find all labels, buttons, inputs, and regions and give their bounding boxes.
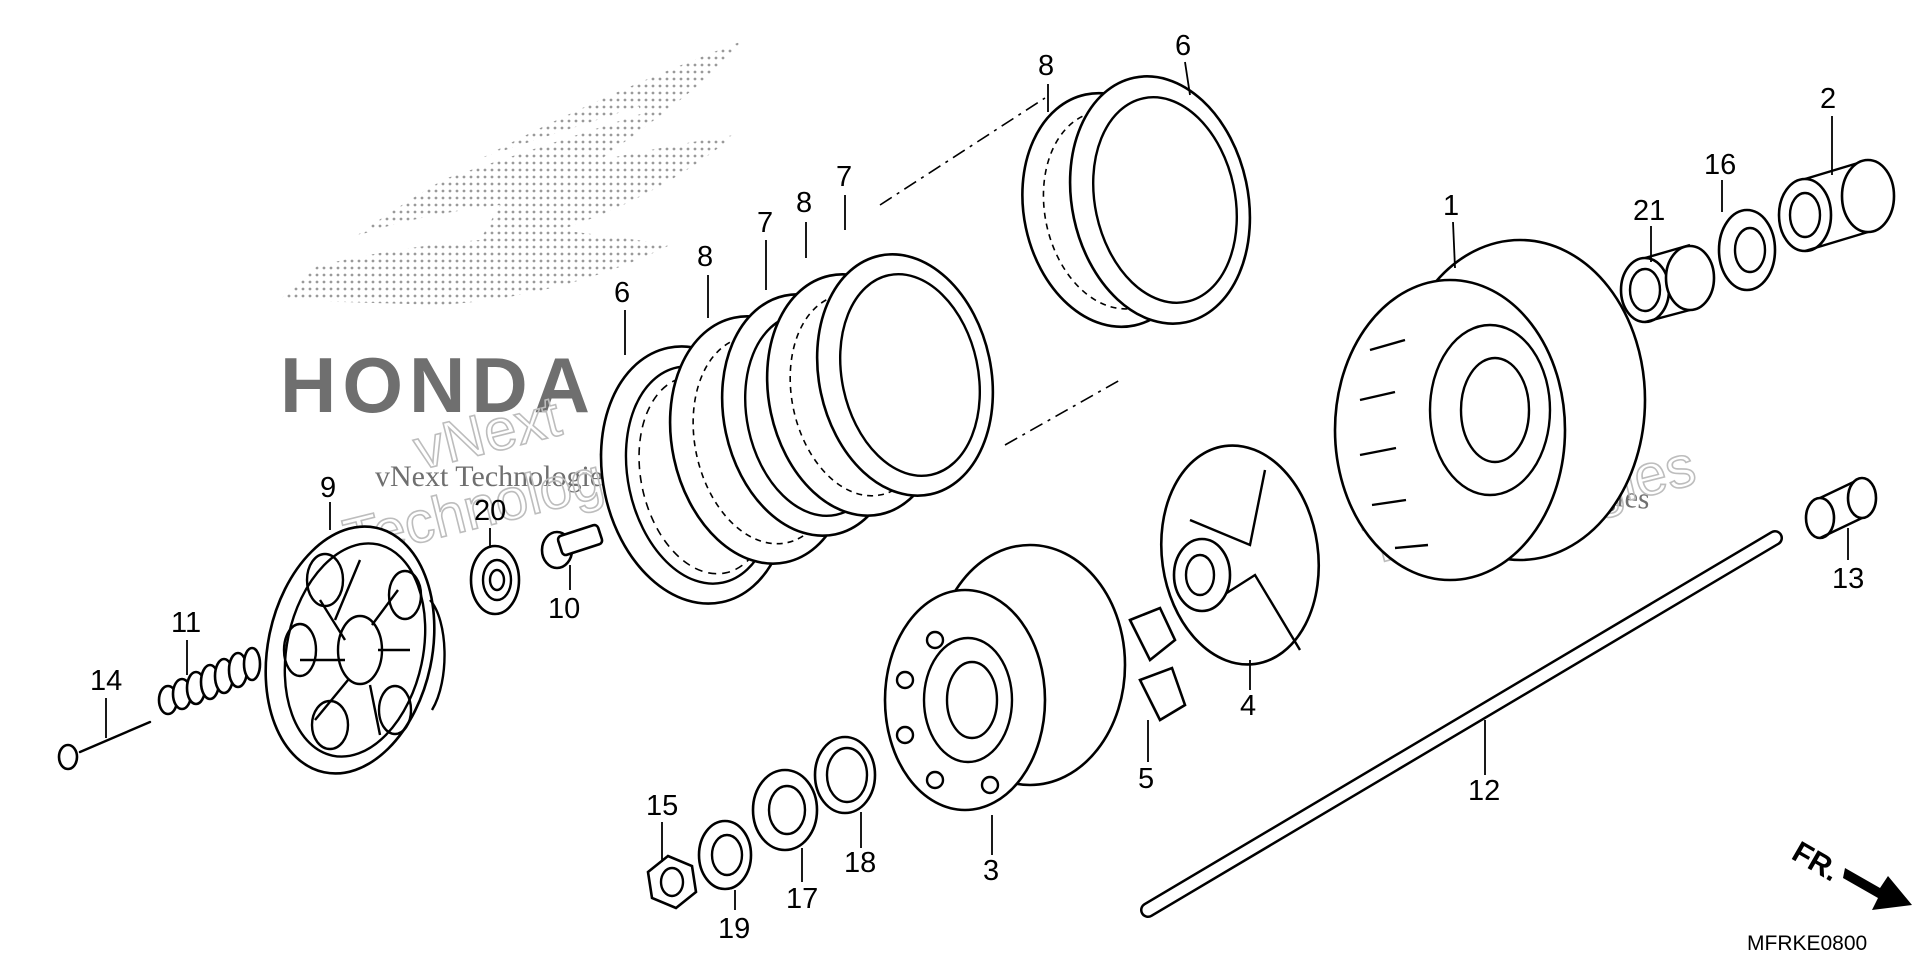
washer-19 <box>697 819 753 891</box>
callout-7-back: 7 <box>836 161 852 193</box>
direction-label: FR. <box>1787 835 1845 888</box>
flange-bolt-14 <box>57 716 152 771</box>
outer-guide-collar-2 <box>1777 158 1896 253</box>
callout-10: 10 <box>548 593 580 625</box>
callout-15: 15 <box>646 790 678 822</box>
callout-6-front: 6 <box>614 277 630 309</box>
honda-logo-text: HONDA <box>280 341 596 429</box>
callout-17: 17 <box>786 883 818 915</box>
callout-1: 1 <box>1443 190 1459 222</box>
leader-lines <box>105 61 1849 910</box>
callout-8-back: 8 <box>1038 50 1054 82</box>
callout-5: 5 <box>1138 763 1154 795</box>
callout-8-front: 8 <box>697 241 713 273</box>
callout-18: 18 <box>844 847 876 879</box>
lock-nut-15 <box>646 854 698 910</box>
friction-disc-7-back <box>815 253 995 497</box>
lifter-piece-10 <box>540 523 604 570</box>
front-direction-arrow: FR. <box>1787 835 1912 910</box>
needle-bearing-21 <box>1619 243 1716 324</box>
clutch-outer-1 <box>1333 238 1647 582</box>
arrow-icon <box>1843 868 1912 910</box>
judder-plate-5 <box>1128 606 1187 722</box>
callout-19: 19 <box>718 913 750 945</box>
clutch-spring-11 <box>157 646 262 716</box>
collar-13 <box>1804 476 1878 540</box>
callout-3: 3 <box>983 855 999 887</box>
callout-9: 9 <box>320 472 336 504</box>
washer-17 <box>751 768 819 852</box>
callout-21: 21 <box>1633 195 1665 227</box>
diagram-code: MFRKE0800 <box>1747 932 1867 955</box>
callout-16: 16 <box>1704 149 1736 181</box>
thrust-washer-16 <box>1717 208 1777 292</box>
lifter-rod-12 <box>1140 530 1783 918</box>
callout-11: 11 <box>171 607 201 639</box>
callout-6-back: 6 <box>1175 30 1191 62</box>
bearing-20 <box>469 544 521 616</box>
callout-4: 4 <box>1240 690 1256 722</box>
callout-2: 2 <box>1820 83 1836 115</box>
assembly-guide-lines <box>879 97 1121 446</box>
clutch-center-3 <box>883 543 1127 812</box>
washer-18 <box>813 735 877 815</box>
callout-12: 12 <box>1468 775 1500 807</box>
callout-13: 13 <box>1832 563 1864 595</box>
pressure-plate-4 <box>1159 444 1321 666</box>
honda-wing-logo: HONDA <box>280 40 745 429</box>
pressure-plate-9 <box>264 525 446 775</box>
callout-20: 20 <box>474 495 506 527</box>
callout-8-middle: 8 <box>796 187 812 219</box>
watermark-text-left: vNext Technologies <box>375 460 615 493</box>
callout-14: 14 <box>90 665 122 697</box>
callout-7-front: 7 <box>757 207 773 239</box>
friction-disc-6-back <box>1068 75 1252 325</box>
